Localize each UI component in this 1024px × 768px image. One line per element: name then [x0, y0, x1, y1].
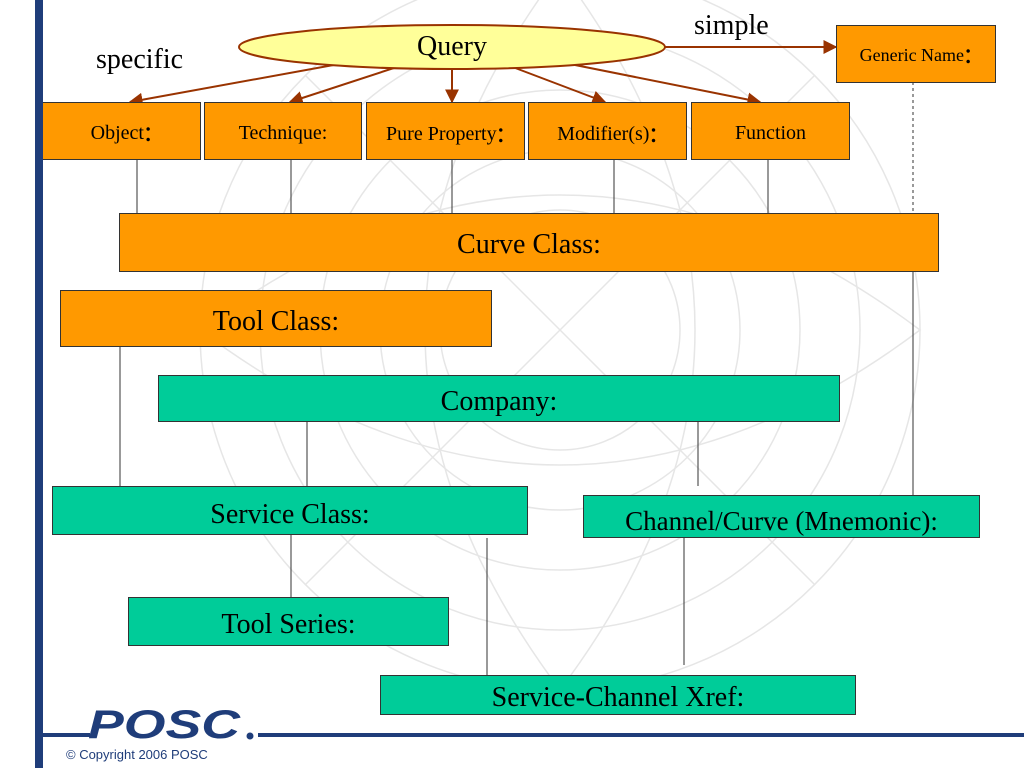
curve-class-label: Curve Class:	[457, 229, 601, 260]
modifiers-label: Modifier(s)	[557, 123, 650, 145]
channel-curve-label: Channel/Curve (Mnemonic):	[625, 506, 938, 536]
arrow-query-to-modifiers	[509, 65, 607, 105]
channel-curve-box: Channel/Curve (Mnemonic):	[583, 495, 980, 538]
function-label: Function	[734, 122, 807, 144]
arrow-query-to-function	[559, 61, 762, 107]
technique-label: Technique:	[238, 122, 328, 144]
company-box: Company:	[158, 375, 840, 422]
modifiers-colon: :	[649, 116, 658, 149]
tool-series-box: Tool Series:	[128, 597, 449, 646]
bottom-border-line-right	[258, 733, 1024, 737]
function-box: Function	[691, 102, 850, 160]
service-channel-xref-box: Service-Channel Xref:	[380, 675, 856, 715]
query-ellipse	[238, 24, 666, 70]
generic-name-label: Generic Name	[859, 45, 965, 65]
service-class-box: Service Class:	[52, 486, 528, 535]
simple-label: simple	[694, 10, 769, 41]
object-box: Object:	[42, 102, 201, 160]
generic-name-box: Generic Name:	[836, 25, 996, 83]
pure-property-colon: :	[496, 116, 505, 149]
technique-box: Technique:	[204, 102, 362, 160]
service-class-label: Service Class:	[210, 499, 370, 530]
tool-series-label: Tool Series:	[221, 609, 356, 640]
arrow-query-to-technique	[288, 65, 401, 105]
specific-label: specific	[96, 44, 184, 75]
posc-logo-dot	[246, 732, 254, 740]
bottom-border-line-left	[43, 733, 90, 737]
copyright-text: © Copyright 2006 POSC	[66, 747, 208, 762]
arrow-query-to-object	[128, 61, 351, 107]
object-label: Object	[90, 122, 144, 144]
generic-name-colon: :	[964, 37, 973, 70]
left-border-bar	[35, 0, 43, 768]
object-colon: :	[143, 115, 153, 148]
company-label: Company:	[440, 386, 558, 417]
pure-property-label: Pure Property	[386, 123, 497, 145]
pure-property-box: Pure Property:	[366, 102, 525, 160]
service-channel-xref-label: Service-Channel Xref:	[491, 682, 745, 713]
modifiers-box: Modifier(s):	[528, 102, 687, 160]
curve-class-box: Curve Class:	[119, 213, 939, 272]
tool-class-box: Tool Class:	[60, 290, 492, 347]
posc-logo: POSC	[88, 705, 254, 745]
tool-class-label: Tool Class:	[212, 306, 340, 337]
posc-logo-text: POSC	[88, 705, 241, 745]
query-label: Query	[417, 31, 487, 62]
